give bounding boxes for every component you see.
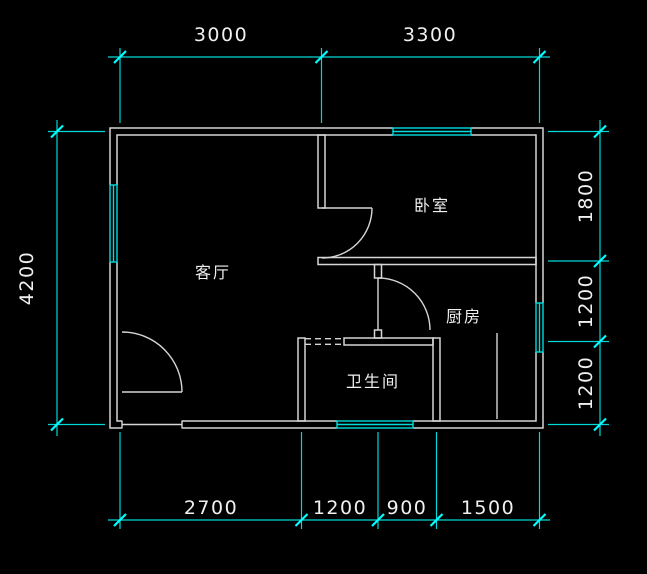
dim-tick — [50, 417, 64, 432]
dim-label-right-3: 1200 — [575, 356, 597, 410]
dim-label-top-2: 3300 — [403, 24, 457, 46]
dim-label-top-1: 3000 — [194, 24, 248, 46]
dim-label-right-1: 1800 — [575, 169, 597, 223]
kitchen-door — [377, 277, 431, 331]
room-label-living-room: 客厅 — [195, 263, 231, 282]
dim-tick — [532, 513, 547, 527]
outer-wall-outline — [109, 127, 544, 429]
room-label-kitchen: 厨房 — [446, 307, 482, 326]
dim-tick — [294, 513, 309, 527]
dim-tick — [593, 254, 607, 268]
dim-chain-right: 1800 1200 1200 — [548, 120, 609, 436]
dim-tick — [50, 124, 64, 139]
dim-label-bottom-2: 1200 — [313, 497, 367, 519]
dim-label-bottom-4: 1500 — [461, 497, 515, 519]
bathroom-sliding-door — [305, 338, 344, 345]
dim-tick — [314, 50, 329, 64]
dim-chain-bottom: 2700 1200 900 1500 — [108, 432, 550, 529]
dim-tick — [532, 50, 547, 64]
walls — [109, 127, 544, 429]
window-bottom — [336, 420, 414, 429]
entrance-door — [121, 331, 183, 429]
door-swing-arc — [121, 331, 183, 393]
bathroom-right-wall — [432, 337, 441, 422]
dim-tick — [113, 50, 127, 64]
bedroom-west-wall — [317, 134, 326, 209]
dim-tick — [593, 334, 607, 349]
window-right — [535, 302, 544, 353]
bathroom-left-wall — [297, 337, 306, 422]
dim-tick — [429, 513, 444, 527]
dim-chain-top: 3000 3300 — [108, 24, 550, 123]
window-left — [109, 184, 118, 263]
dim-tick — [371, 513, 385, 527]
dim-label-left-1: 4200 — [16, 251, 38, 305]
room-label-bedroom: 卧室 — [414, 196, 450, 215]
dim-tick — [593, 124, 607, 139]
dimensions: 3000 3300 4200 1800 1200 1200 — [16, 24, 609, 529]
door-swing-arc — [321, 207, 373, 259]
bedroom-door — [321, 207, 373, 259]
dim-label-right-2: 1200 — [575, 274, 597, 328]
dim-tick — [593, 417, 607, 432]
window-top — [392, 127, 472, 136]
dim-label-bottom-1: 2700 — [184, 497, 238, 519]
doors — [121, 207, 498, 429]
dim-label-bottom-3: 900 — [387, 497, 428, 519]
room-label-bathroom: 卫生间 — [346, 372, 400, 391]
outer-wall-inner-outline — [116, 134, 537, 422]
door-swing-arc — [377, 277, 431, 331]
room-labels: 客厅 卧室 厨房 卫生间 — [195, 196, 482, 391]
bedroom-south-wall — [317, 256, 537, 266]
windows — [109, 127, 544, 429]
dim-chain-left: 4200 — [16, 120, 105, 436]
dim-tick — [113, 513, 127, 527]
